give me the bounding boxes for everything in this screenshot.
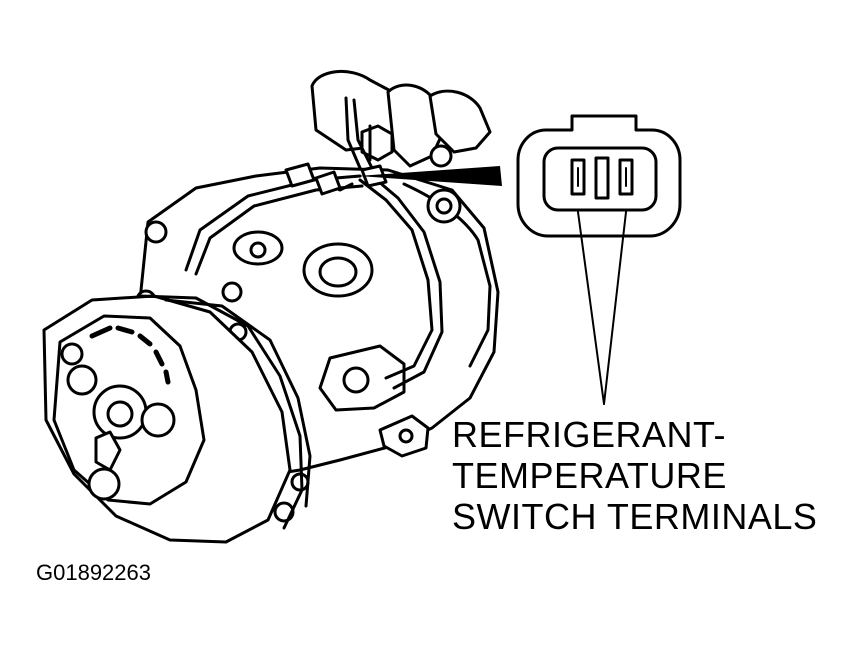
label-line-1: REFRIGERANT- [452,414,727,455]
terminals-label: REFRIGERANT- TEMPERATURE SWITCH TERMINAL… [452,414,817,537]
label-line-2: TEMPERATURE [452,455,727,496]
figure-id: G01892263 [36,560,151,585]
connector-detail [358,114,682,405]
label-line-3: SWITCH TERMINALS [452,496,818,537]
clutch-pulley [42,294,312,544]
